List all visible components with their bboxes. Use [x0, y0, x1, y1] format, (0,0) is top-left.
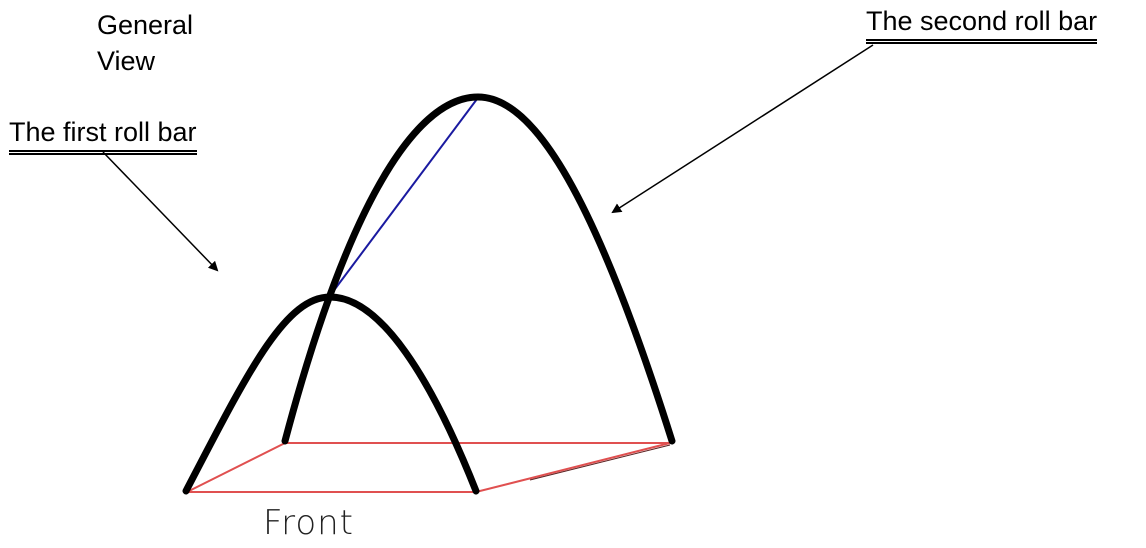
- heading-line-2: View: [97, 46, 156, 76]
- heading-line-1: General: [97, 10, 194, 40]
- first-roll-bar: [182, 293, 480, 495]
- front-label: Front: [263, 503, 354, 543]
- second-roll-bar-label: The second roll bar: [866, 5, 1098, 44]
- first-roll-bar-pointer-arrow: [102, 151, 219, 272]
- base-frame-edge: [529, 444, 671, 481]
- second-roll-bar-pointer-arrow: [611, 44, 874, 214]
- diagram-heading: General View: [97, 7, 193, 79]
- brace-line: [328, 94, 481, 298]
- base-frame: [186, 442, 671, 493]
- second-roll-bar: [281, 93, 676, 445]
- first-roll-bar-label: The first roll bar: [9, 116, 197, 155]
